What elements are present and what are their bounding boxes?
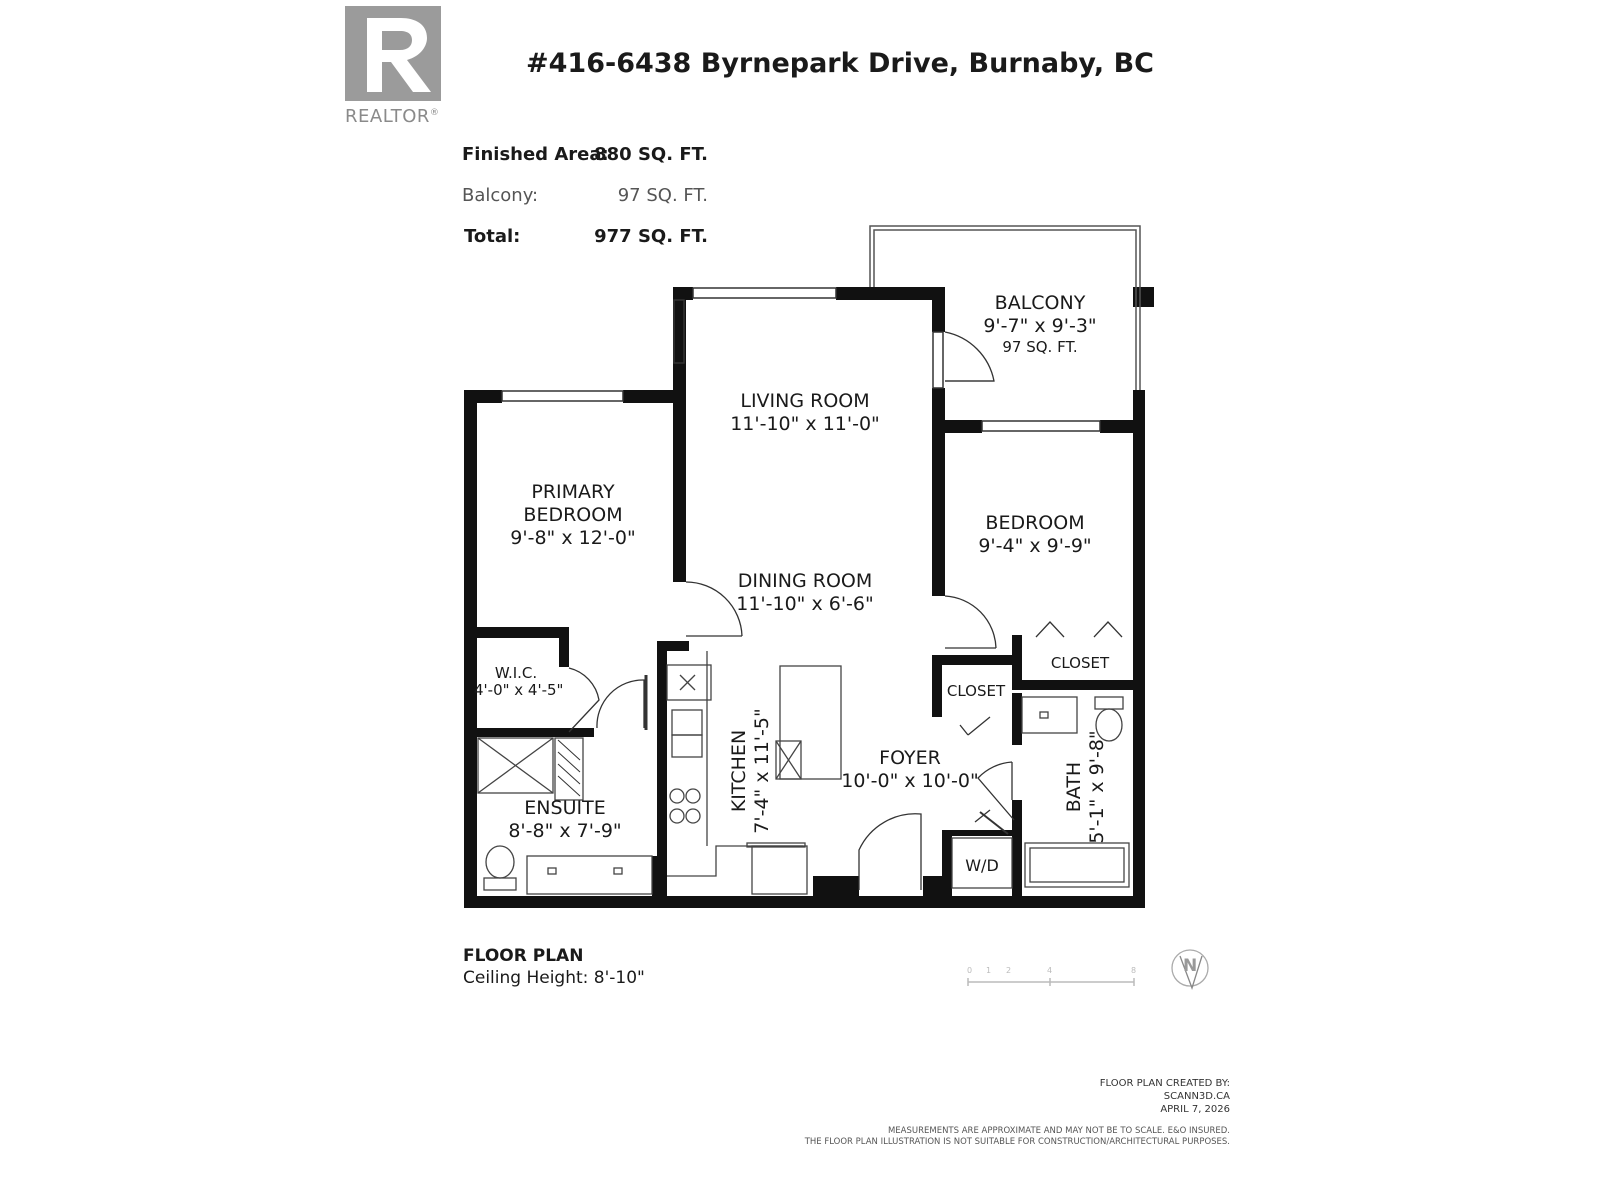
wall-living-right <box>932 287 945 332</box>
closet-label: CLOSET <box>946 682 1006 700</box>
wall-right <box>1133 390 1145 908</box>
wall-bottom <box>464 896 1145 908</box>
scale-bar <box>967 978 1135 986</box>
bathtub <box>1024 842 1130 888</box>
door-closet2 <box>1035 621 1123 638</box>
door-wic <box>568 667 600 733</box>
wall-bottom-gap-a <box>813 876 859 908</box>
wall-closet-a <box>932 655 1022 665</box>
door-entry <box>858 813 922 890</box>
realtor-logo: REALTOR® <box>345 6 447 127</box>
kitchen-sink <box>671 709 703 736</box>
washer-dryer-label: W/D <box>965 856 999 875</box>
wall-wd-top <box>942 830 1022 836</box>
realtor-logo-mark <box>345 6 441 101</box>
wall-living-top-a <box>673 287 693 300</box>
total-area-value: 977 SQ. FT. <box>594 226 708 247</box>
balcony-railing <box>869 225 1141 390</box>
property-address: #416-6438 Byrnepark Drive, Burnaby, BC <box>526 48 1154 79</box>
door-ensuite <box>596 679 645 729</box>
ensuite-toilet <box>485 845 515 879</box>
washer-dryer <box>951 837 1013 889</box>
closet-label: CLOSET <box>1050 654 1110 672</box>
plan-disclaimer: MEASUREMENTS ARE APPROXIMATE AND MAY NOT… <box>804 1126 1230 1147</box>
scale-tick: 4 <box>1047 966 1053 975</box>
wall-closet-b <box>932 665 942 717</box>
north-arrow-icon <box>1171 949 1209 991</box>
wall-closet-c <box>1012 693 1022 745</box>
balcony-area-label: Balcony: <box>462 185 539 206</box>
scale-tick: 0 <box>967 966 973 975</box>
north-label: N <box>1183 956 1198 976</box>
total-area-label: Total: <box>464 226 521 247</box>
ceiling-height: Ceiling Height: 8'-10" <box>463 968 645 988</box>
scale-tick: 8 <box>1131 966 1137 975</box>
island-sink <box>775 740 802 780</box>
finished-area-value: 880 SQ. FT. <box>594 144 708 165</box>
wall-living-right-b <box>932 388 945 596</box>
shower-tile <box>554 737 584 801</box>
door-wd <box>979 811 1009 835</box>
ensuite-vanity <box>526 855 653 895</box>
wall-wd-left <box>942 830 952 896</box>
window-living <box>692 287 837 299</box>
realtor-logo-text: REALTOR® <box>345 106 440 127</box>
wall-bath-left <box>1012 800 1022 896</box>
wall-bathcloset-top <box>1012 635 1022 680</box>
wall-ensuite-right <box>652 856 667 896</box>
door-bedroom <box>944 595 997 649</box>
wall-bathcloset-div <box>1012 680 1145 690</box>
scale-tick: 1 <box>986 966 992 975</box>
door-primary <box>685 581 743 637</box>
door-bath <box>977 761 1015 821</box>
balcony-area-value: 97 SQ. FT. <box>617 185 708 206</box>
wall-ensuite-top <box>464 728 594 737</box>
wall-kitchen-top <box>657 641 689 651</box>
window-bedroom <box>981 420 1101 432</box>
door-balcony <box>944 331 995 382</box>
shower <box>477 737 554 794</box>
door-closet1 <box>959 716 991 736</box>
window-balcony-door <box>932 331 944 389</box>
wall-primary-top-a <box>464 390 502 403</box>
fridge <box>666 664 712 701</box>
stove-burner <box>669 788 685 804</box>
kitchen-island <box>779 665 842 780</box>
wall-wic-top <box>464 627 567 638</box>
dishwasher <box>751 845 808 895</box>
wall-kitchen-left <box>657 641 667 896</box>
wall-left <box>464 390 477 908</box>
balcony-post <box>1133 287 1154 307</box>
wic-label: W.I.C.4'-0" x 4'-5" <box>474 664 564 699</box>
wall-bed-top-a <box>932 420 982 433</box>
wall-living-top-b <box>836 287 945 300</box>
finished-area-label: Finished Area: <box>462 144 609 165</box>
kitchen-counter <box>667 845 803 877</box>
window-primary <box>501 390 624 402</box>
bath-vanity <box>1021 696 1078 734</box>
wall-living-left <box>673 287 686 582</box>
wall-wic-right <box>559 627 569 667</box>
scale-tick: 2 <box>1006 966 1012 975</box>
floor-plan-title: FLOOR PLAN <box>463 946 584 966</box>
window-living-side <box>673 299 685 364</box>
wall-primary-top-b <box>623 390 674 403</box>
